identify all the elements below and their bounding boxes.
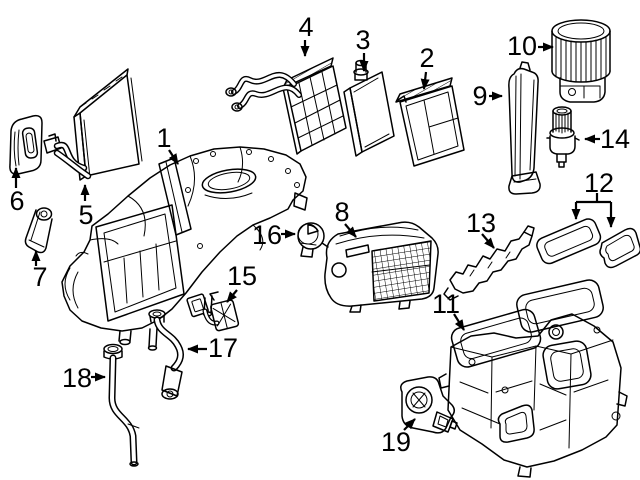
callout-arrow	[168, 149, 179, 165]
part-8-air-inlet-housing	[324, 221, 439, 313]
part-16-cap	[297, 222, 329, 258]
callout-label-5: 5	[78, 200, 93, 230]
callout-label-4: 4	[298, 12, 313, 42]
callout-arrow	[403, 418, 416, 431]
callout-label-12: 12	[584, 168, 614, 198]
part-2-filter-frame	[395, 77, 465, 167]
part-9-duct	[508, 61, 541, 195]
callout-5: 5	[78, 184, 94, 230]
callout-2: 2	[419, 43, 435, 90]
callout-1: 1	[156, 123, 179, 165]
part-1-hvac-case	[61, 146, 308, 351]
callout-label-15: 15	[227, 261, 257, 291]
part-18-drain-tube	[103, 343, 140, 467]
callout-16: 16	[252, 220, 296, 250]
callout-19: 19	[381, 418, 416, 457]
callout-label-17: 17	[208, 333, 238, 363]
part-12-seals	[536, 218, 640, 269]
callout-label-3: 3	[355, 25, 370, 55]
callout-3: 3	[355, 25, 371, 72]
callout-label-14: 14	[600, 124, 630, 154]
callout-label-11: 11	[432, 289, 460, 319]
callout-arrow	[344, 223, 357, 238]
callout-label-19: 19	[381, 427, 411, 457]
seal-right	[599, 227, 640, 269]
callout-arrow	[226, 289, 238, 303]
callout-label-16: 16	[252, 220, 282, 250]
seal-left	[536, 218, 602, 265]
callout-label-6: 6	[9, 186, 24, 216]
part-7-sensor	[24, 207, 53, 254]
part-4-heater-core-with-pipes	[225, 57, 347, 155]
callout-8: 8	[334, 197, 357, 238]
callout-label-8: 8	[334, 197, 349, 227]
part-13-bracket	[443, 225, 535, 301]
callout-18: 18	[62, 363, 106, 393]
callout-arrow	[420, 71, 430, 90]
callout-label-13: 13	[466, 208, 496, 238]
callout-label-2: 2	[419, 43, 434, 73]
callout-14: 14	[584, 124, 630, 154]
callout-label-18: 18	[62, 363, 92, 393]
callout-4: 4	[298, 12, 314, 57]
part-11-distribution-case	[438, 279, 628, 478]
callout-label-7: 7	[32, 262, 47, 292]
callout-arrow	[481, 233, 495, 249]
callout-7: 7	[31, 250, 48, 292]
callout-label-10: 10	[507, 31, 537, 61]
callout-12: 12	[571, 168, 616, 228]
callout-11: 11	[432, 289, 465, 331]
part-17-drain-hose	[148, 309, 185, 400]
part-14-actuator-motor	[546, 106, 580, 168]
callout-6: 6	[9, 167, 25, 216]
part-5-evaporator	[43, 68, 143, 181]
callout-13: 13	[466, 208, 496, 249]
part-15-clip-bracket	[186, 291, 240, 332]
callout-label-1: 1	[156, 123, 171, 153]
callout-15: 15	[226, 261, 257, 303]
callout-17: 17	[187, 333, 238, 363]
callout-9: 9	[472, 81, 503, 111]
callout-label-9: 9	[472, 81, 487, 111]
callout-arrow	[453, 313, 465, 331]
callout-10: 10	[507, 31, 554, 61]
